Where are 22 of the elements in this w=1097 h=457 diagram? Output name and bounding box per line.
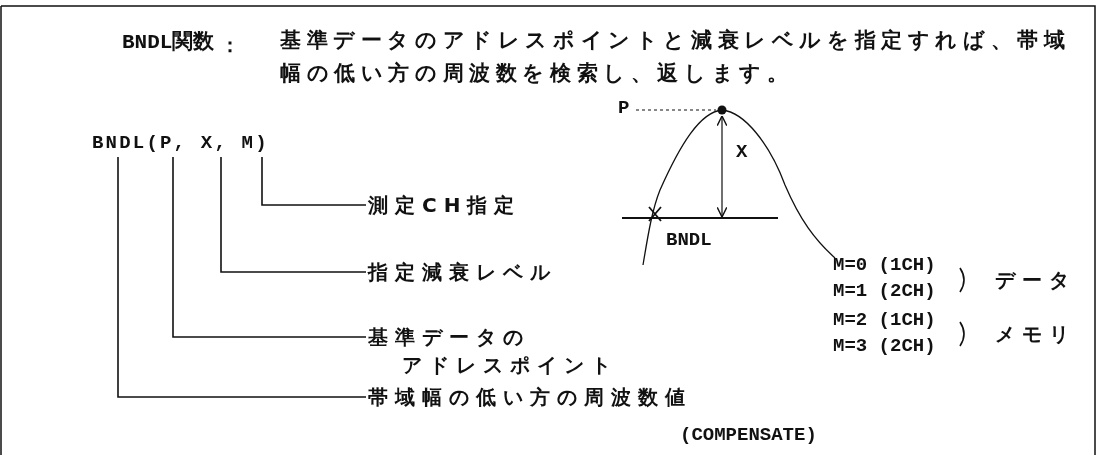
point-label: P — [618, 96, 630, 120]
marker-label: BNDL — [666, 228, 712, 252]
function-signature: BNDL(P, X, M) — [92, 131, 269, 155]
leader-line — [117, 156, 367, 398]
description-text: 基準データのアドレスポイントと減衰レベルを指定すれば、帯域幅の低い方の周波数を検索し、返します。 — [280, 27, 1072, 87]
group-label: メモリ — [995, 321, 1076, 348]
leader-line — [172, 156, 367, 338]
mode-text: M=0 (1CH) — [833, 253, 936, 277]
mode-text: M=3 (2CH) — [833, 334, 936, 358]
leader-line — [261, 156, 367, 206]
function-name: BNDL関数 — [122, 31, 215, 55]
note-text: (COMPENSATE) — [680, 423, 817, 447]
parameter-description: 測定CH指定 — [368, 191, 522, 219]
mode-text: M=1 (2CH) — [833, 279, 936, 303]
leader-line — [220, 156, 367, 273]
parameter-description: 指定減衰レベル — [368, 258, 557, 286]
group-label: データ — [995, 267, 1076, 294]
parameter-description: 基準データのアドレスポイント — [368, 323, 618, 379]
parameter-description: 帯域幅の低い方の周波数値 — [368, 383, 692, 411]
mode-text: M=2 (1CH) — [833, 308, 936, 332]
separator: ： — [220, 32, 247, 59]
level-label: X — [736, 140, 748, 164]
